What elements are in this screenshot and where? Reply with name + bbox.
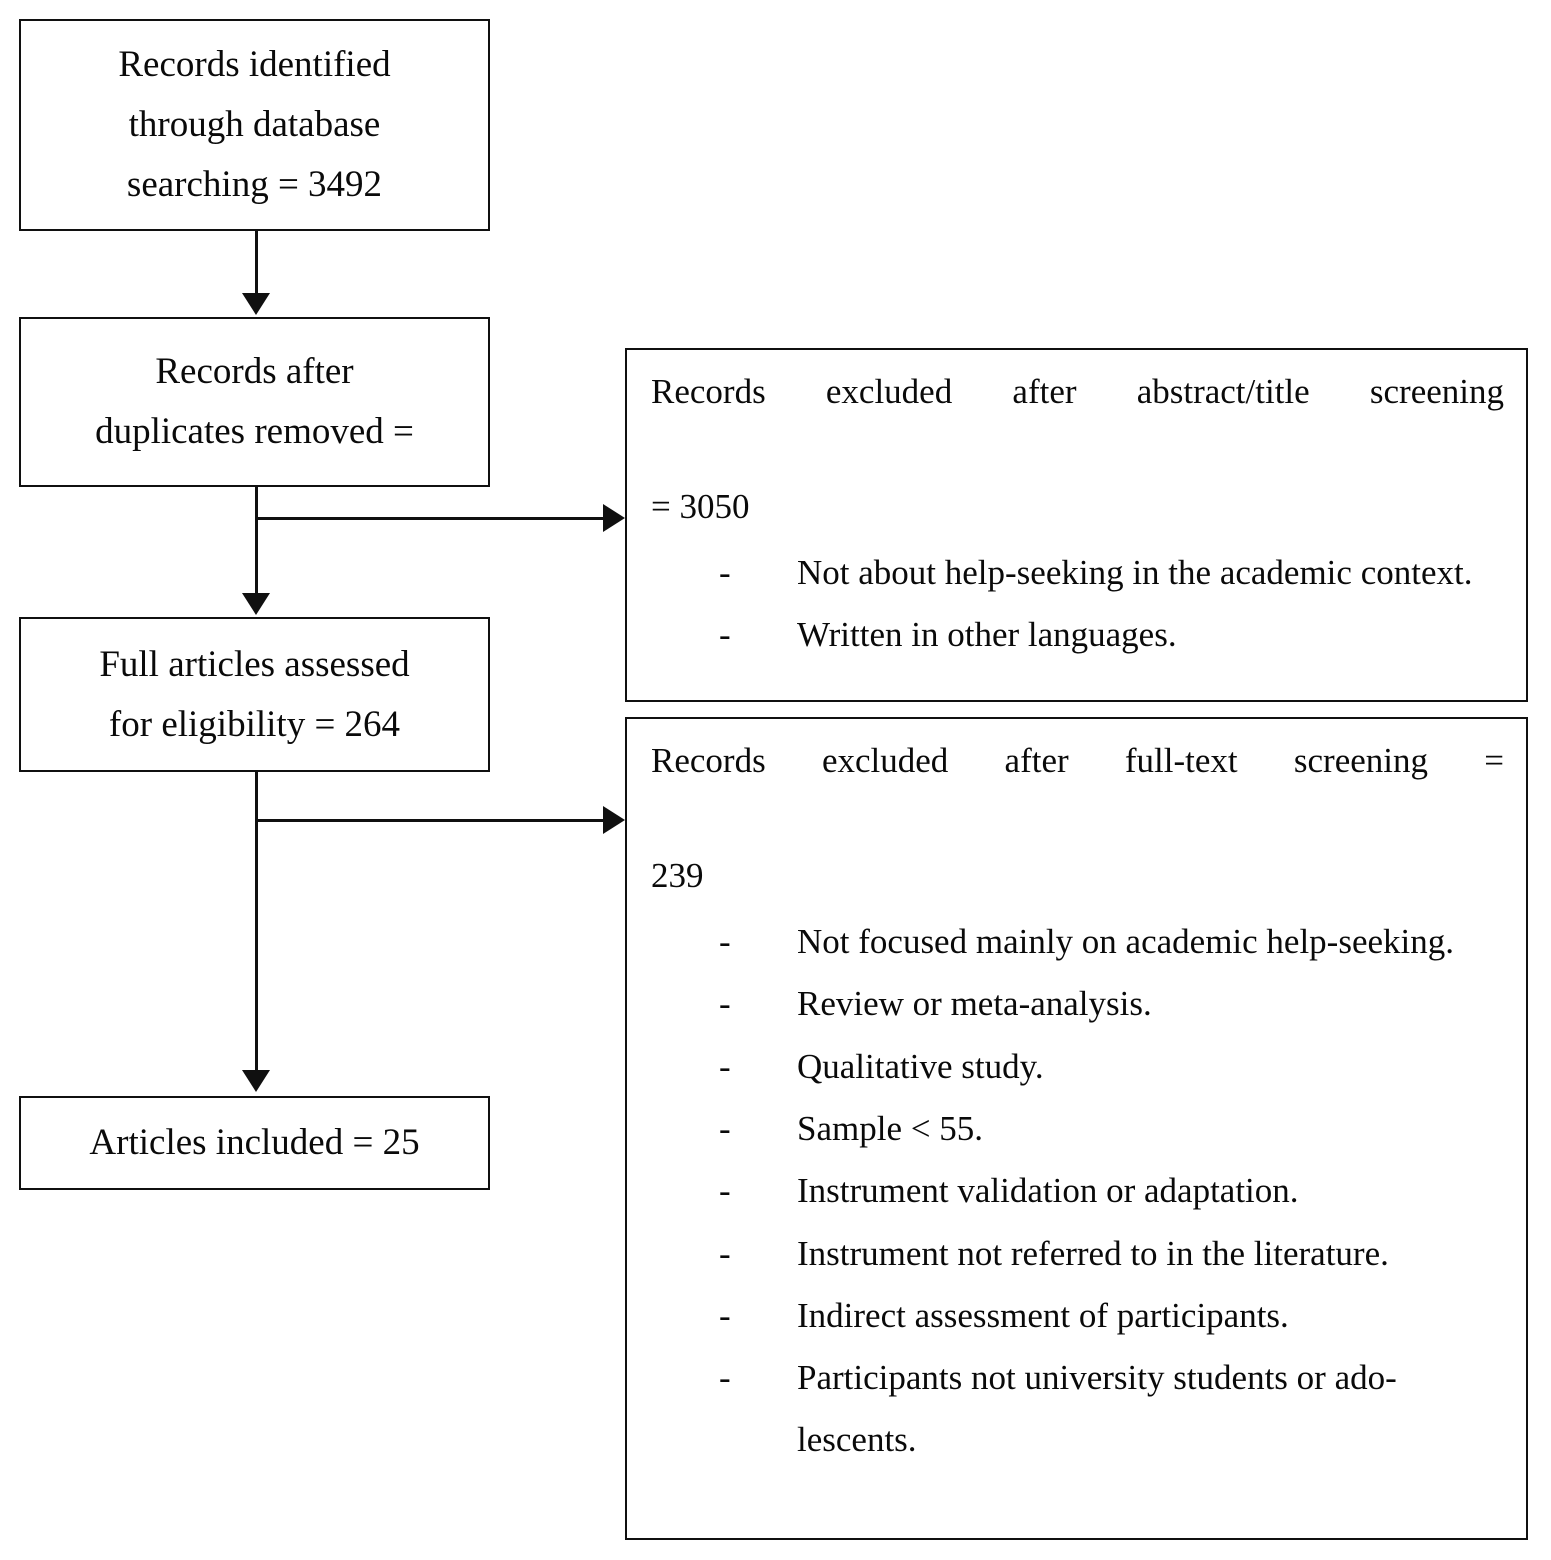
exclusion-count: = 3050: [651, 487, 750, 527]
flow-box-records-after-duplicates: Records after duplicates removed =: [19, 317, 490, 487]
exclusion-reason-list: - Not about help-seeking in the academic…: [651, 542, 1504, 667]
exclusion-reason-text: Not focused mainly on academic help-seek…: [797, 922, 1455, 962]
flow-box-line: Articles included = 25: [89, 1122, 420, 1164]
exclusion-reason-list: - Not focused mainly on academic help-se…: [651, 911, 1504, 1472]
arrowhead-down-to-assessed: [242, 593, 270, 615]
flow-box-line: Records identified: [118, 44, 391, 86]
bullet-dash-icon: -: [719, 1358, 731, 1398]
exclusion-box-full-text-screening: Records excluded after full-text screeni…: [625, 717, 1528, 1540]
bullet-dash-icon: -: [719, 553, 731, 593]
arrowhead-right-to-full-text-exclusions: [603, 806, 625, 834]
flow-box-line: through database: [128, 104, 381, 146]
exclusion-box-abstract-title-screening: Records excluded after abstract/title sc…: [625, 348, 1528, 702]
flow-box-records-identified: Records identified through database sear…: [19, 19, 490, 231]
exclusion-reason-text: Instrument validation or adaptation.: [797, 1171, 1299, 1211]
flow-box-line: Full articles assessed: [99, 643, 410, 685]
exclusion-reason-item: - Sample < 55.: [719, 1098, 1504, 1160]
connector-deduplicated-to-assessed: [255, 487, 258, 595]
flow-box-articles-included: Articles included = 25: [19, 1096, 490, 1190]
exclusion-reason-item: - Review or meta-analysis.: [719, 973, 1504, 1035]
exclusion-reason-item: - Instrument not referred to in the lite…: [719, 1223, 1504, 1285]
connector-branch-to-full-text-exclusions: [255, 819, 605, 822]
exclusion-reason-text: Review or meta-analysis.: [797, 984, 1152, 1024]
exclusion-reason-text: Participants not university students or …: [797, 1358, 1397, 1460]
bullet-dash-icon: -: [719, 1233, 731, 1273]
exclusion-reason-item: - Qualitative study.: [719, 1036, 1504, 1098]
flow-box-line: searching = 3492: [126, 163, 383, 205]
exclusion-reason-text: Written in other languages.: [797, 615, 1177, 655]
exclusion-reason-text: Qualitative study.: [797, 1046, 1044, 1086]
exclusion-reason-text: Instrument not referred to in the litera…: [797, 1233, 1389, 1273]
connector-identified-to-deduplicated: [255, 231, 258, 297]
bullet-dash-icon: -: [719, 984, 731, 1024]
bullet-dash-icon: -: [719, 1108, 731, 1148]
flow-box-line: duplicates removed =: [95, 411, 414, 452]
exclusion-reason-text: Not about help-seeking in the academic c…: [797, 553, 1473, 593]
arrowhead-down-to-included: [242, 1070, 270, 1092]
flow-box-line: for eligibility = 264: [108, 703, 401, 745]
bullet-dash-icon: -: [719, 1171, 731, 1211]
exclusion-reason-item: - Written in other languages.: [719, 604, 1504, 666]
flow-box-full-articles-assessed: Full articles assessed for eligibility =…: [19, 617, 490, 772]
exclusion-reason-text: Sample < 55.: [797, 1108, 983, 1148]
connector-branch-to-abstract-title-exclusions: [255, 517, 605, 520]
exclusion-reason-item: - Not about help-seeking in the academic…: [719, 542, 1504, 604]
exclusion-reason-item: - Indirect assessment of participants.: [719, 1285, 1504, 1347]
exclusion-heading: Records excluded after full-text screeni…: [651, 741, 1504, 780]
bullet-dash-icon: -: [719, 1295, 731, 1335]
bullet-dash-icon: -: [719, 1046, 731, 1086]
exclusion-heading: Records excluded after abstract/title sc…: [651, 372, 1504, 411]
bullet-dash-icon: -: [719, 922, 731, 962]
bullet-dash-icon: -: [719, 615, 731, 655]
arrowhead-right-to-abstract-title-exclusions: [603, 504, 625, 532]
exclusion-count: 239: [651, 856, 704, 896]
exclusion-reason-item: - Not focused mainly on academic help-se…: [719, 911, 1504, 973]
arrowhead-down-to-deduplicated: [242, 293, 270, 315]
exclusion-reason-item: - Participants not university students o…: [719, 1347, 1504, 1472]
flow-box-line: Records after: [155, 351, 354, 393]
connector-assessed-to-included: [255, 772, 258, 1072]
exclusion-reason-text: Indirect assessment of participants.: [797, 1295, 1289, 1335]
exclusion-reason-item: - Instrument validation or adaptation.: [719, 1160, 1504, 1222]
